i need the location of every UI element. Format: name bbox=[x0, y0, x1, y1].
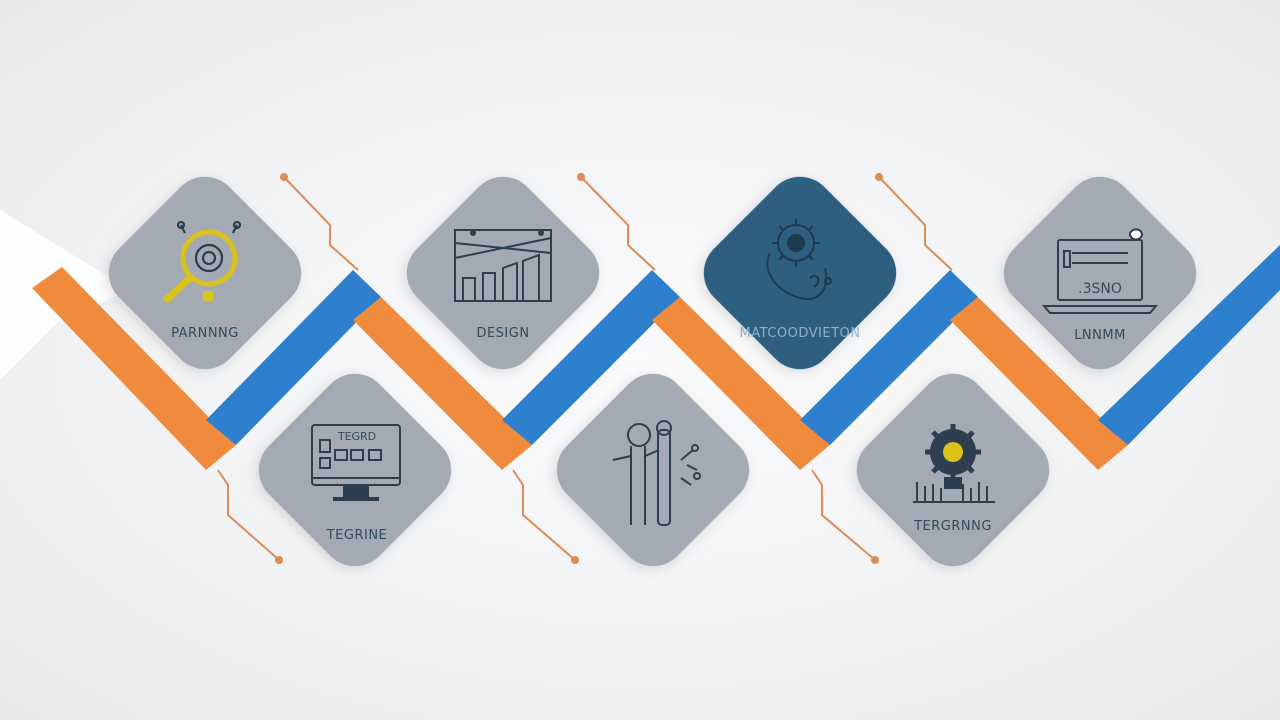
connector-dot bbox=[871, 556, 879, 564]
step-tile bbox=[556, 373, 750, 567]
step-tile-shape bbox=[556, 373, 750, 567]
step-tile: TERGRNNG bbox=[856, 373, 1050, 567]
blueprint-icon bbox=[454, 229, 552, 302]
zigzag-band bbox=[32, 245, 1280, 470]
magnifier-icon bbox=[162, 220, 242, 304]
connector-dot bbox=[571, 556, 579, 564]
step-label: MATCOODVIETON bbox=[740, 326, 861, 341]
step-label: TERGRNNG bbox=[913, 519, 992, 534]
laptop-icon bbox=[1041, 228, 1159, 314]
step-tile-shape bbox=[703, 176, 897, 370]
connector-line bbox=[217, 469, 280, 561]
connectors bbox=[217, 173, 953, 564]
gear-chart-icon bbox=[913, 424, 995, 503]
step-tile-highlighted: MATCOODVIETON bbox=[703, 176, 897, 370]
connector-dot bbox=[280, 173, 288, 181]
connector-line bbox=[512, 469, 576, 561]
step-tile: .3SNO LNNMM bbox=[1003, 176, 1197, 370]
connector-line bbox=[811, 469, 876, 561]
step-tile-shape bbox=[1003, 176, 1197, 370]
monitor-icon bbox=[311, 424, 401, 501]
laptop-screen-text: .3SNO bbox=[1078, 281, 1122, 297]
band-orange-4 bbox=[950, 297, 1128, 470]
step-label: PARNNNG bbox=[171, 326, 239, 341]
step-tile: PARNNNG bbox=[108, 176, 302, 370]
connector-line bbox=[878, 176, 953, 271]
band-blue-4 bbox=[1098, 245, 1280, 445]
step-tile: DESIGN bbox=[406, 176, 600, 370]
band-blue-3 bbox=[800, 270, 978, 445]
connector-line bbox=[580, 176, 656, 271]
step-tile-shape bbox=[108, 176, 302, 370]
connector-line bbox=[283, 176, 359, 271]
band-orange-1 bbox=[32, 267, 236, 470]
step-label: LNNMM bbox=[1074, 328, 1126, 343]
connector-dot bbox=[875, 173, 883, 181]
band-blue-1 bbox=[206, 270, 381, 445]
step-tile-shape bbox=[258, 373, 452, 567]
gear-plant-icon bbox=[766, 219, 832, 300]
connector-dot bbox=[275, 556, 283, 564]
step-tile: TEGRD TEGRINE bbox=[258, 373, 452, 567]
step-label: DESIGN bbox=[476, 326, 529, 341]
monitor-screen-text: TEGRD bbox=[337, 430, 376, 443]
people-icon bbox=[612, 420, 701, 526]
band-orange-3 bbox=[652, 297, 830, 470]
step-label: TEGRINE bbox=[326, 528, 388, 543]
band-orange-2 bbox=[353, 297, 532, 470]
band-blue-2 bbox=[502, 270, 680, 445]
connector-dot bbox=[577, 173, 585, 181]
